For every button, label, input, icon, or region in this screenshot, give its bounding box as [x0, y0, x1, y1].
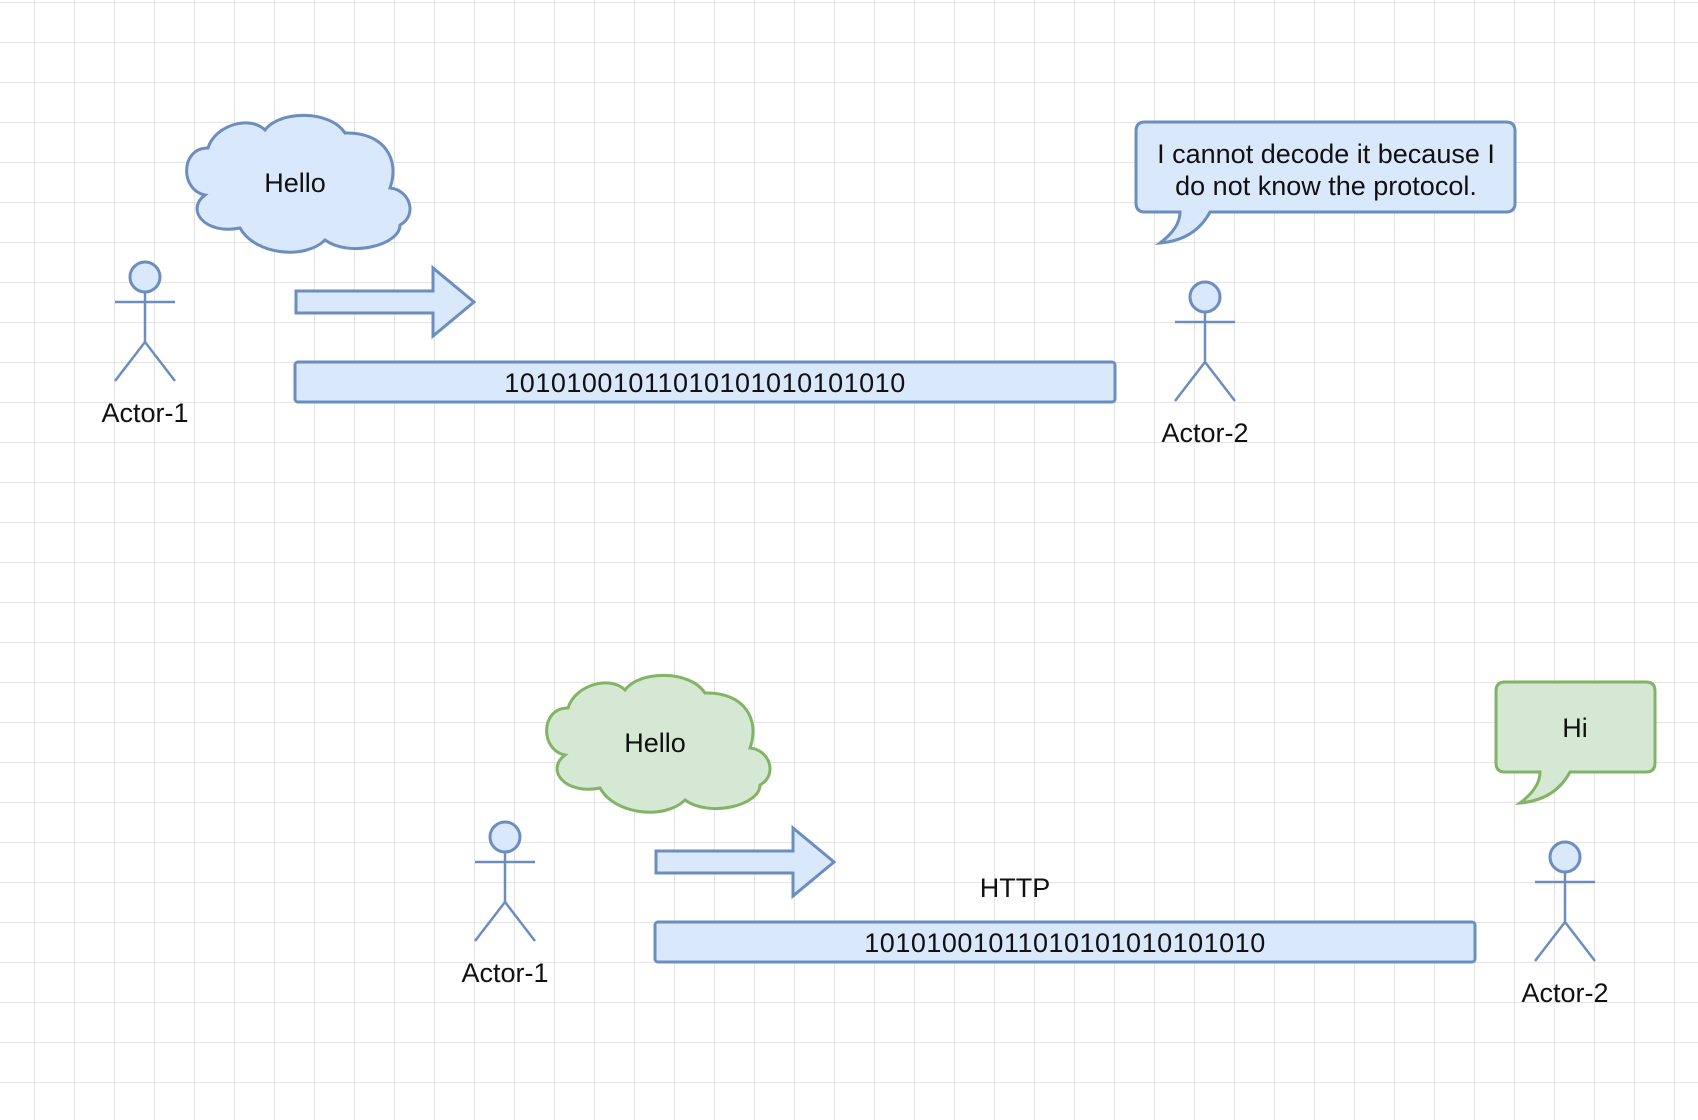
actor-figure-top-receiver — [1174, 280, 1236, 402]
actor-figure-bottom-sender — [474, 820, 536, 942]
bitstream-text-top: 10101001011010101010101010 — [504, 368, 906, 398]
reply-text-bottom: Hi — [1562, 713, 1588, 743]
thought-cloud-bottom — [545, 673, 772, 814]
protocol-label: HTTP — [979, 873, 1051, 903]
thought-text-bottom: Hello — [624, 728, 686, 758]
send-arrow-top — [294, 264, 477, 340]
reply-callout-top — [1134, 120, 1517, 245]
actor-label-bottom-receiver: Actor-2 — [1521, 978, 1609, 1008]
bitstream-bar-bottom — [653, 920, 1477, 964]
reply-callout-bottom — [1494, 680, 1657, 805]
thought-text-top: Hello — [264, 168, 326, 198]
bitstream-bar-top — [293, 360, 1117, 404]
actor-label-top-sender: Actor-1 — [101, 398, 189, 428]
actor-figure-bottom-receiver — [1534, 840, 1596, 962]
thought-cloud-top — [185, 113, 412, 254]
send-arrow-bottom — [654, 824, 837, 900]
actor-label-bottom-sender: Actor-1 — [461, 958, 549, 988]
reply-text-top: I cannot decode it because I do not know… — [1157, 139, 1495, 201]
bitstream-text-bottom: 10101001011010101010101010 — [864, 928, 1266, 958]
actor-figure-top-sender — [114, 260, 176, 382]
actor-label-top-receiver: Actor-2 — [1161, 418, 1249, 448]
